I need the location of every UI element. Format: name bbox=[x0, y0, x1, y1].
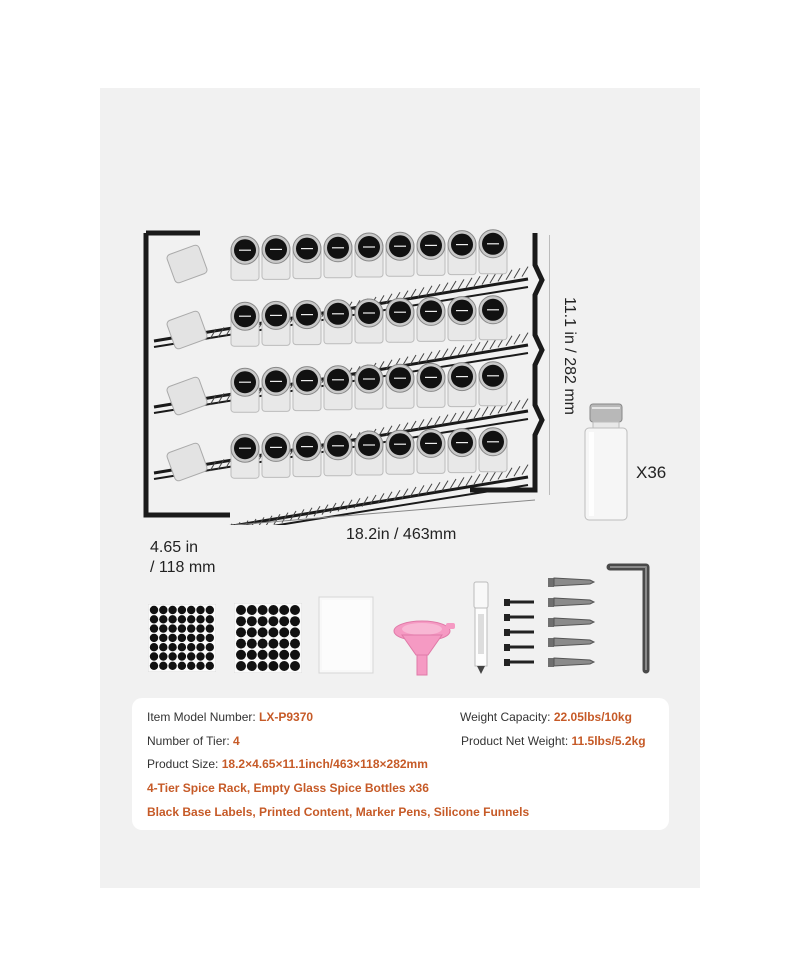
height-dimension-text: 11.1 in / 282 mm bbox=[561, 297, 578, 415]
depth-dimension: 4.65 in / 118 mm bbox=[150, 538, 216, 578]
tier-row: Number of Tier: 4 bbox=[147, 734, 240, 748]
depth-line-2: / 118 mm bbox=[150, 559, 216, 576]
tier-label: Number of Tier: bbox=[147, 734, 230, 748]
net-weight-row: Product Net Weight: 11.5lbs/5.2kg bbox=[461, 734, 646, 748]
net-weight-value: 11.5lbs/5.2kg bbox=[571, 734, 646, 748]
spec-box: Item Model Number: LX-P9370 Weight Capac… bbox=[132, 698, 669, 830]
hex-key-icon bbox=[606, 563, 650, 674]
capacity-value: 22.05lbs/10kg bbox=[553, 710, 632, 724]
label-sheet-icon bbox=[148, 604, 216, 672]
dot-label-sheet-icon bbox=[234, 603, 302, 673]
capacity-label: Weight Capacity: bbox=[460, 710, 551, 724]
glass-bottle-icon bbox=[584, 403, 628, 521]
width-dimension: 18.2in / 463mm bbox=[346, 526, 457, 543]
net-weight-label: Product Net Weight: bbox=[461, 734, 569, 748]
spice-rack-illustration bbox=[143, 229, 550, 525]
model-label: Item Model Number: bbox=[147, 710, 256, 724]
bottle-count: X36 bbox=[636, 463, 667, 482]
capacity-row: Weight Capacity: 22.05lbs/10kg bbox=[460, 710, 632, 724]
model-row: Item Model Number: LX-P9370 bbox=[147, 710, 313, 724]
sponge-icon bbox=[318, 596, 374, 674]
model-value: LX-P9370 bbox=[259, 710, 314, 724]
height-dimension: 11.1 in / 282 mm bbox=[557, 256, 581, 456]
contents-line-2: Black Base Labels, Printed Content, Mark… bbox=[147, 805, 530, 819]
tier-value: 4 bbox=[233, 734, 240, 748]
depth-line-1: 4.65 in bbox=[150, 539, 199, 556]
contents-line-1: 4-Tier Spice Rack, Empty Glass Spice Bot… bbox=[147, 781, 429, 795]
wall-anchor-icon bbox=[548, 577, 596, 667]
funnel-icon bbox=[393, 620, 455, 676]
size-label: Product Size: bbox=[147, 757, 219, 771]
marker-pen-icon bbox=[473, 581, 489, 674]
size-value: 18.2×4.65×11.1inch/463×118×282mm bbox=[221, 757, 428, 771]
screw-icon bbox=[504, 599, 534, 666]
size-row: Product Size: 18.2×4.65×11.1inch/463×118… bbox=[147, 757, 428, 771]
